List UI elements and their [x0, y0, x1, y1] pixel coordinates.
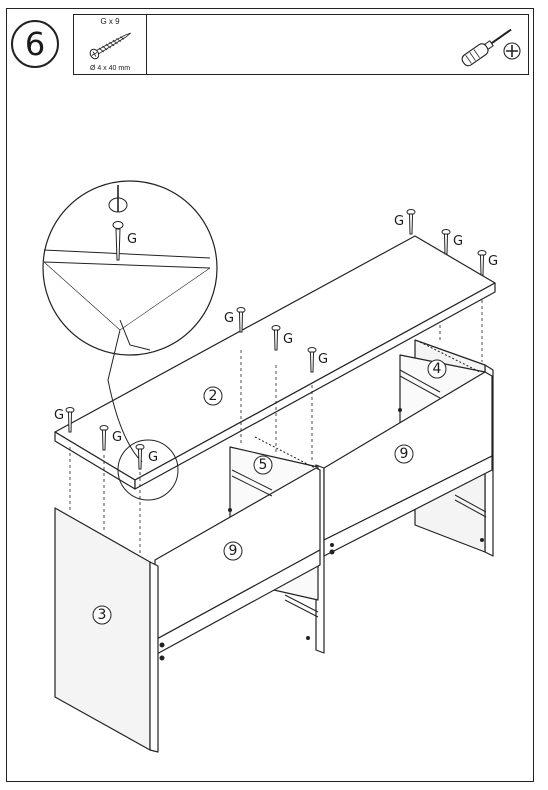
screw-g-5 [271, 325, 281, 351]
screw-label-g-3: G [148, 450, 158, 465]
drawer-slide-left [231, 469, 273, 497]
callout-4: 4 [433, 361, 442, 377]
callout-2: 2 [209, 388, 218, 404]
callout-3: 3 [98, 607, 107, 623]
screw-g-6 [307, 347, 317, 373]
screw-g-7 [406, 209, 416, 235]
callout-circle-4 [427, 359, 447, 379]
detail-magnifier [42, 180, 218, 501]
screw-label-g-4: G [224, 311, 234, 326]
parts-cell: G x 9 Ø 4 x 40 mm [74, 15, 147, 74]
callout-circle-3 [92, 605, 112, 625]
top-panel-side-edge [134, 282, 496, 490]
callout-circle-9-right [394, 444, 414, 464]
screw-label-g-6: G [318, 352, 328, 367]
callout-circle-9-left [223, 541, 243, 561]
left-side-panel [54, 507, 151, 751]
screw-g-9 [477, 250, 487, 276]
detail-screw-label: G [127, 232, 137, 247]
left-side-panel-edge [149, 561, 159, 753]
screw-icon [89, 32, 132, 60]
instruction-header: G x 9 Ø 4 x 40 mm [73, 14, 529, 75]
drawer-slide-lower-left [284, 594, 319, 618]
alignment-guides [69, 300, 483, 555]
callout-5: 5 [259, 457, 268, 473]
part-quantity: G x 9 [100, 17, 120, 26]
drawer-slide-right [399, 369, 441, 399]
pre-drilled-holes [159, 408, 484, 661]
screw-g-1 [65, 407, 75, 433]
screw-g-2 [99, 425, 109, 451]
screw-label-g-8: G [453, 234, 463, 249]
screws [65, 209, 487, 470]
callout-circle-5 [253, 455, 273, 475]
part-size: Ø 4 x 40 mm [89, 65, 131, 72]
screw-label-g-5: G [283, 332, 293, 347]
callout-circle-2 [203, 386, 223, 406]
page-frame [6, 8, 534, 782]
screw-label-g-2: G [112, 430, 122, 445]
front-rail-right-bottom [323, 455, 493, 557]
phillips-screwdriver-icon [461, 28, 521, 67]
screw-label-g-1: G [54, 408, 64, 423]
drawer-slide-lower-right [454, 494, 487, 518]
screw-label-g-7: G [394, 214, 404, 229]
screw-g-4 [236, 307, 246, 333]
screw-label-g-9: G [488, 254, 498, 269]
screw-g-8 [441, 229, 451, 255]
callout-9-right: 9 [400, 446, 409, 462]
callout-9-left: 9 [229, 543, 238, 559]
step-number: 6 [24, 25, 46, 63]
step-number-badge: 6 [11, 20, 59, 68]
screw-g-3 [135, 444, 145, 470]
